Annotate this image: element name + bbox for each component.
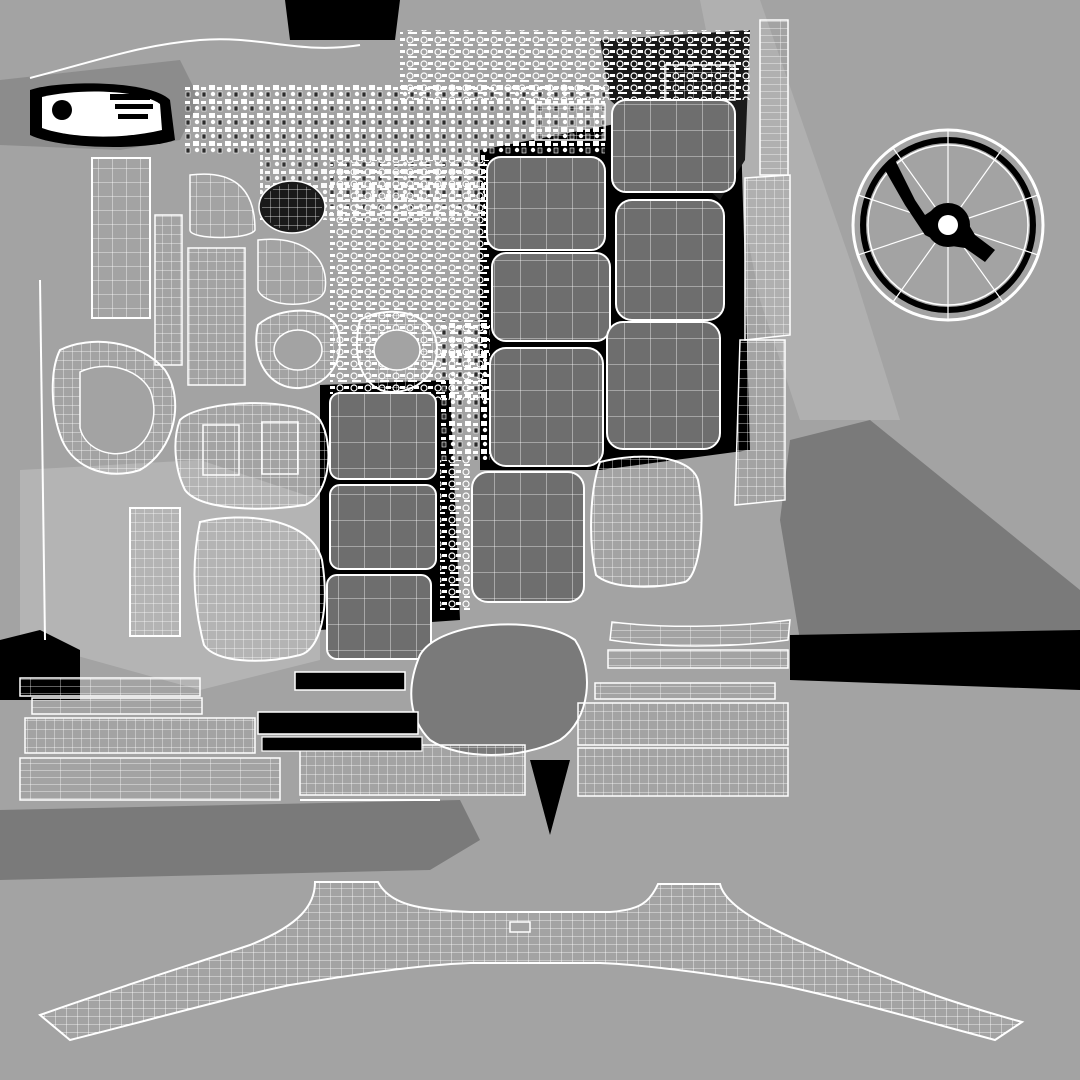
trim-strip-horizontal-6 (607, 649, 789, 669)
trim-strip-black-2 (257, 711, 419, 735)
panel-island-left-3 (187, 247, 246, 386)
trim-strip-horizontal-9 (577, 747, 789, 797)
trim-strip-horizontal-2 (31, 697, 203, 715)
panel-island-left-2 (154, 214, 183, 366)
trim-strip-black-1 (294, 671, 406, 691)
trim-strip-horizontal-7 (594, 682, 776, 700)
ring-island-1 (255, 309, 341, 390)
grille-mesh-wire (262, 184, 322, 230)
shade-region-curve (700, 0, 900, 420)
wheel-uv-icon (851, 128, 1045, 322)
black-mass-spike (530, 760, 570, 835)
trim-strip-horizontal-5 (299, 744, 526, 796)
trim-strip-vertical-1 (759, 19, 789, 176)
seat-grid-strip-top-right (664, 64, 736, 101)
top-edge-wire (29, 38, 361, 79)
shield-ring-island (51, 340, 177, 475)
parts-cluster-small (440, 320, 490, 460)
left-edge-wire (39, 279, 46, 641)
bumper-uv-icon (38, 881, 1025, 1042)
panel-island-left-1 (91, 157, 151, 319)
trim-strip-horizontal-4 (19, 757, 281, 801)
seat-grid-strip-top (534, 103, 606, 141)
trim-strip-horizontal-1 (19, 677, 201, 697)
parts-cluster-lower (440, 460, 470, 610)
panel-island-left-low (129, 507, 181, 637)
ring-island-2 (355, 310, 438, 394)
black-mass-right-band (790, 630, 1080, 690)
trim-strip-black-3 (261, 736, 423, 752)
panel-island-rounded-2 (257, 238, 327, 305)
black-mass-top (285, 0, 400, 40)
seat-cushion-pads (326, 99, 736, 660)
shade-region-right-wedge (780, 420, 1080, 640)
emblem-plate-island (30, 83, 175, 147)
trim-strip-horizontal-3 (24, 717, 256, 754)
trim-strip-curved (609, 619, 791, 647)
trim-strip-vertical-3 (734, 339, 786, 506)
shade-region-bottom (0, 800, 480, 880)
trim-strip-vertical-2 (744, 174, 791, 341)
panel-island-rounded (189, 173, 256, 239)
dashboard-ring-island (174, 402, 330, 510)
seat-cushion-island-left (193, 516, 326, 662)
floor-mat-island (410, 623, 588, 756)
trim-strip-horizontal-8 (577, 702, 789, 746)
seat-cushion-island-light (590, 455, 703, 588)
